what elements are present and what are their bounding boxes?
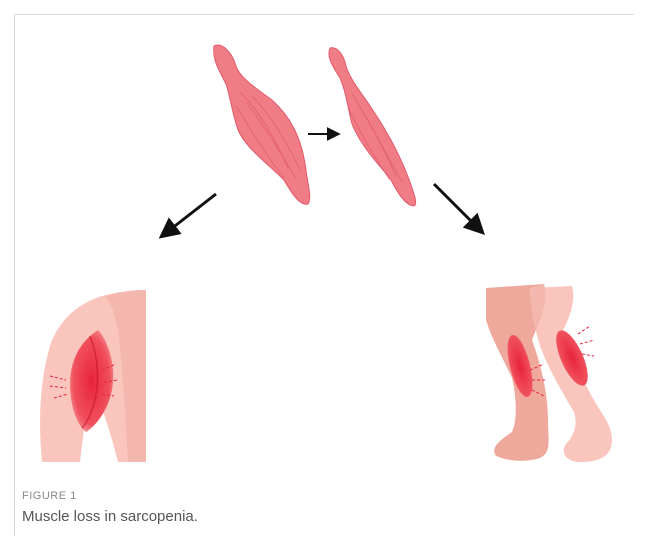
figure-label: FIGURE 1 bbox=[22, 490, 77, 502]
figure-caption: Muscle loss in sarcopenia. bbox=[22, 508, 198, 525]
arrow-down-left-icon bbox=[162, 194, 216, 236]
arrow-down-right-icon bbox=[434, 184, 482, 232]
arm-muscle-pain-icon bbox=[40, 290, 146, 462]
atrophied-muscle-icon bbox=[329, 48, 416, 206]
legs-calf-pain-icon bbox=[486, 284, 612, 462]
healthy-muscle-icon bbox=[214, 45, 310, 204]
